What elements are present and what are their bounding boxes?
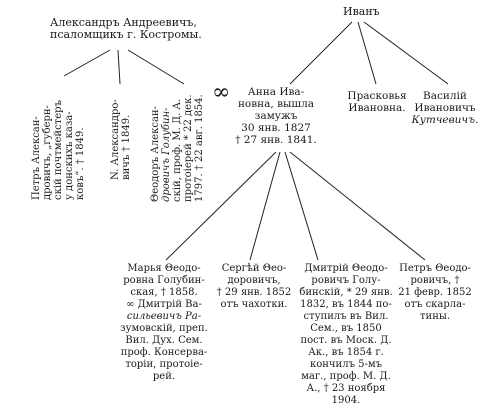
son-n-line: N. Александро- — [110, 99, 121, 180]
son-n: N. Александро- вичъ † 1849. — [110, 99, 132, 180]
marriage-symbol: ∞ — [212, 80, 231, 105]
child-anna-line: замужъ — [254, 110, 298, 122]
grandchild-petr-line: тины. — [420, 311, 450, 322]
child-anna-line: † 27 янв. 1841. — [235, 134, 317, 146]
grandchild-petr-line: ровичъ, † — [410, 275, 460, 286]
grandchild-marya-line: рей. — [152, 371, 176, 382]
son-petr-line: у донскихъ каза- — [64, 111, 75, 200]
grandchild-sergey-line: † 29 янв. 1852 — [216, 287, 292, 298]
grandchild-dmitry-line: Сем., въ 1850 — [310, 323, 382, 334]
son-petr-line: ковъ“. † 1849. — [75, 127, 86, 200]
grandchild-marya-line: Вил. Дух. Сем. — [125, 335, 203, 346]
child-anna-line: новна, вышла — [237, 98, 315, 110]
grandchild-marya-line: ровна Голубин- — [123, 275, 205, 286]
grandchild-dmitry-line: ступилъ въ Вил. — [303, 311, 389, 322]
son-petr-line: скій почтмейстеръ — [53, 100, 64, 200]
grandchild-sergey-line: Сергѣй Θео- — [221, 263, 287, 274]
child-vasily-line: Василій — [423, 90, 467, 102]
grandchild-sergey-line: доровичъ, — [227, 275, 281, 286]
grandchild-dmitry-line: А., † 23 ноября — [306, 383, 386, 394]
son-theodor-line: Θеодоръ Алексан- — [150, 106, 161, 202]
line-ivan-anna — [289, 21, 353, 85]
son-theodor-line: 1797. † 22 авг. 1854. — [194, 94, 205, 202]
line-parents-petr — [289, 151, 426, 261]
line-parents-marya — [165, 151, 277, 261]
grandchild-dmitry: Дмитрій Θеодо- ровичъ Голу- бинскій, * 2… — [292, 263, 400, 407]
grandchild-marya-line: Марья Θеодо- — [127, 263, 201, 274]
grandchild-marya: Марья Θеодо- ровна Голубин- ская, † 1858… — [113, 263, 215, 383]
grandchild-dmitry-line: Ак., въ 1854 г. — [308, 347, 384, 358]
son-theodor-line: протоіерей * 22 дек. — [183, 94, 194, 202]
son-theodor-line: скій, проф. М. Д. А. — [172, 98, 183, 202]
child-praskovya: Прасковья Ивановна. — [340, 90, 414, 114]
child-anna-line: Анна Ива- — [247, 86, 305, 98]
line-parents-sergey — [249, 151, 281, 261]
grandchild-petr-line: Петръ Θеодо- — [399, 263, 471, 274]
child-vasily-line: Ивановичъ — [414, 102, 476, 114]
grandchild-dmitry-line: маг., проф. М. Д. — [301, 371, 391, 382]
line-parents-dmitry — [284, 151, 319, 261]
grandchild-dmitry-line: кончилъ 5-мъ — [310, 359, 382, 370]
grandchild-marya-line: зумовскій, преп. — [120, 323, 208, 334]
grandchild-dmitry-line: Дмитрій Θеодо- — [304, 263, 388, 274]
child-praskovya-line: Прасковья — [347, 90, 407, 102]
son-n-line: вичъ † 1849. — [121, 114, 132, 180]
line-alex-n — [117, 49, 121, 85]
line-alex-petr — [63, 49, 111, 77]
grandchild-dmitry-line: 1904. — [331, 395, 361, 406]
grandchild-marya-line: ∞ Дмитрій Ва- — [126, 299, 202, 310]
line-ivan-praskovya — [357, 21, 377, 85]
grandchild-petr: Петръ Θеодо- ровичъ, † 21 февр. 1852 отъ… — [392, 263, 478, 323]
grandchild-dmitry-line: ровичъ Голу- — [311, 275, 381, 286]
root-alexander-line1: Александръ Андреевичъ, — [50, 16, 197, 29]
root-alexander: Александръ Андреевичъ, псаломщикъ г. Кос… — [50, 16, 202, 41]
grandchild-dmitry-line: бинскій, * 29 янв. — [299, 287, 393, 298]
child-anna-line: 30 янв. 1827 — [241, 122, 311, 134]
son-theodor-line: дровичъ Голубин- — [161, 107, 172, 202]
grandchild-marya-line: проф. Консерва- — [120, 347, 208, 358]
grandchild-dmitry-line: пост. въ Моск. Д. — [300, 335, 392, 346]
son-theodor: Θеодоръ Алексан- дровичъ Голубин- скій, … — [150, 94, 205, 202]
son-petr-line: Петръ Алексан- — [31, 116, 42, 200]
grandchild-petr-line: отъ скарла- — [404, 299, 466, 310]
child-vasily: Василій Ивановичъ Кутчевичъ. — [410, 90, 480, 126]
child-praskovya-line: Ивановна. — [348, 102, 406, 114]
grandchild-marya-line: торіи, протоіе- — [125, 359, 203, 370]
line-alex-theodor — [127, 49, 185, 85]
grandchild-dmitry-line: 1832, въ 1844 по- — [300, 299, 392, 310]
grandchild-petr-line: 21 февр. 1852 — [398, 287, 472, 298]
child-anna: Анна Ива- новна, вышла замужъ 30 янв. 18… — [232, 86, 320, 146]
root-ivan: Иванъ — [343, 5, 380, 18]
son-petr-line: дровичъ, „губерн- — [42, 105, 53, 200]
grandchild-marya-line: сильевичъ Ра- — [126, 311, 202, 322]
line-ivan-vasily — [363, 21, 449, 85]
grandchild-marya-line: ская, † 1858. — [130, 287, 198, 298]
child-vasily-line: Кутчевичъ. — [411, 114, 479, 126]
son-petr: Петръ Алексан- дровичъ, „губерн- скій по… — [31, 100, 86, 200]
root-alexander-line2: псаломщикъ г. Костромы. — [50, 28, 202, 41]
grandchild-sergey-line: отъ чахотки. — [220, 299, 288, 310]
grandchild-sergey: Сергѣй Θео- доровичъ, † 29 янв. 1852 отъ… — [212, 263, 296, 311]
